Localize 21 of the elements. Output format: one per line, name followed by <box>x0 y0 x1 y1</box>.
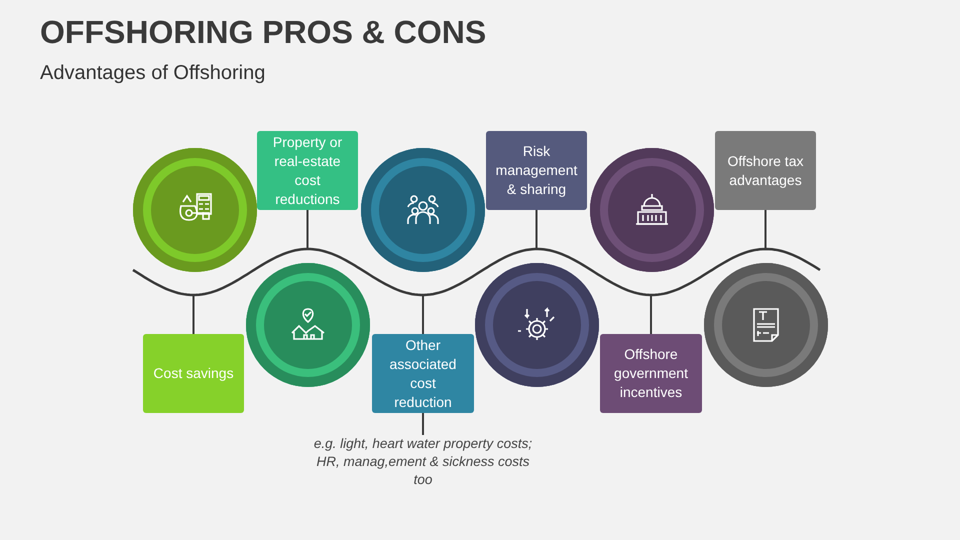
text-box: Offshore government incentives <box>600 334 702 413</box>
connector-line <box>192 295 194 334</box>
connector-line <box>650 295 652 334</box>
text-box: Cost savings <box>143 334 244 413</box>
subtitle: Advantages of Offshoring <box>40 62 266 85</box>
text-box: Other associated cost reduction <box>372 334 474 413</box>
wave-line <box>132 248 821 296</box>
connector-line <box>306 210 308 249</box>
connector-line <box>422 295 424 334</box>
icon-circle <box>590 148 714 272</box>
note-text: e.g. light, heart water property costs; HR, manag,ement & sickness costs too <box>308 435 538 491</box>
icon-circle <box>361 148 485 272</box>
connector-line <box>422 413 424 435</box>
title: OFFSHORING PROS & CONS <box>40 14 486 51</box>
icon-circle <box>246 263 370 387</box>
text-box: Risk management & sharing <box>486 131 587 210</box>
connector-line <box>764 210 766 249</box>
icon-circle <box>475 263 599 387</box>
text-box: Offshore tax advantages <box>715 131 816 210</box>
text-box: Property or real-estate cost reductions <box>257 131 358 210</box>
connector-line <box>536 210 538 249</box>
